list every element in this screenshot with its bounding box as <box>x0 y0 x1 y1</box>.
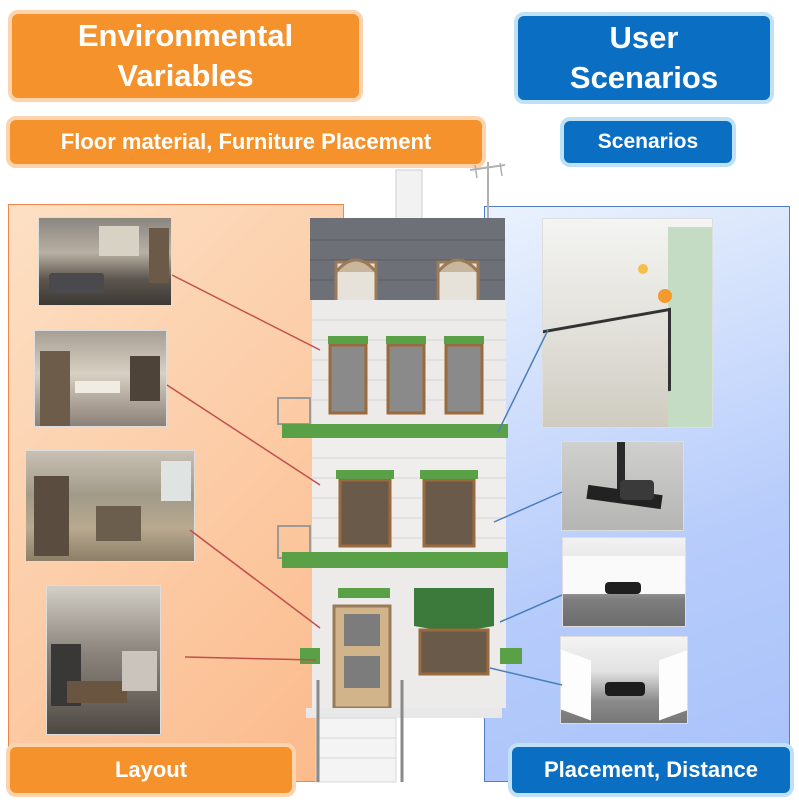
env-title-line1: Environmental <box>77 17 294 53</box>
user-title-line2: Scenarios <box>569 60 719 95</box>
interior-photo-dining <box>25 450 195 562</box>
layout-label: Layout <box>6 743 296 797</box>
placement-distance-label: Placement, Distance <box>508 743 794 797</box>
user-scenarios-title: User Scenarios <box>514 12 774 104</box>
scenarios-label: Scenarios <box>560 117 736 167</box>
robot-photo-corner <box>562 537 686 627</box>
interior-photo-living-room <box>38 217 172 306</box>
robot-photo-wall <box>560 636 688 724</box>
stair-photo <box>542 218 713 428</box>
user-title-line1: User <box>609 19 679 55</box>
interior-photo-kitchen <box>34 330 167 427</box>
interior-photo-lounge <box>46 585 161 735</box>
environmental-variables-title: Environmental Variables <box>8 10 363 102</box>
robot-photo-chair <box>561 441 684 531</box>
floor-material-label: Floor material, Furniture Placement <box>6 116 486 168</box>
env-title-line2: Variables <box>117 58 254 93</box>
